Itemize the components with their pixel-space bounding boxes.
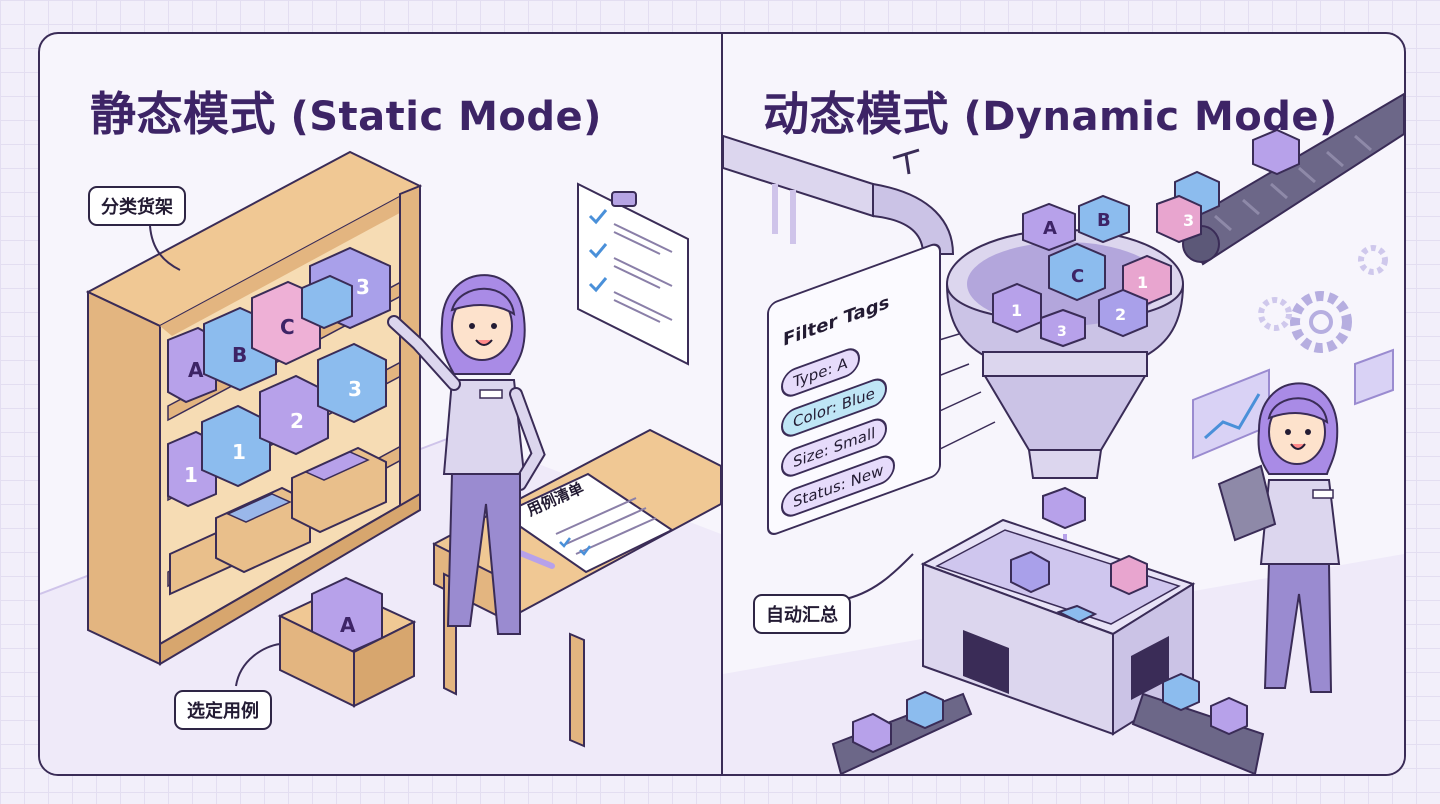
funnel-box-letter: B (1097, 210, 1111, 231)
static-title-cn: 静态模式 (90, 87, 276, 141)
shelf-box-letter: 2 (290, 409, 304, 433)
funnel-box-letter: 3 (1183, 211, 1194, 230)
filter-title: Filter Tags (783, 291, 890, 352)
funnel-box-letter: 1 (1137, 273, 1148, 292)
funnel-box-a: A (1022, 202, 1076, 252)
dynamic-title-cn: 动态模式 (763, 87, 949, 141)
shelf-callout: 分类货架 (88, 186, 186, 226)
shelf-crates (169, 446, 387, 596)
panel-divider (721, 34, 723, 774)
checklist-paper: 用例清单 (499, 472, 675, 574)
output-conveyors (831, 672, 1265, 774)
funnel-box-3-low: 3 (1040, 308, 1086, 348)
shelf-box-3-top: 3 (301, 246, 391, 330)
falling-box (1042, 486, 1086, 530)
auto-summary-callout: 自动汇总 (753, 594, 851, 634)
funnel-box-letter: A (1043, 218, 1057, 239)
dynamic-title-en: (Dynamic Mode) (963, 94, 1338, 140)
shelf-box-2: 2 (259, 374, 329, 456)
static-title-en: (Static Mode) (290, 94, 602, 140)
funnel-box-letter: C (1071, 266, 1084, 287)
funnel-box-letter: 1 (1011, 301, 1022, 320)
selected-crate: A (277, 576, 417, 708)
dynamic-mode-title: 动态模式 (Dynamic Mode) (763, 78, 1338, 144)
shelf-box-letter: 1 (184, 463, 198, 487)
shelf-box-3-mid: 3 (317, 342, 387, 424)
shelf-box-letter: 3 (356, 275, 370, 299)
shelf-box-letter: 1 (232, 440, 246, 464)
comparison-frame: A B C 3 1 1 (38, 32, 1406, 776)
select-callout: 选定用例 (174, 690, 272, 730)
static-mode-scene: A B C 3 1 1 (40, 150, 721, 774)
funnel-box-b: B (1078, 194, 1130, 244)
funnel-box-c: C (1048, 242, 1106, 302)
static-character (387, 274, 546, 635)
auto-callout-leader (840, 553, 914, 601)
shelf-box-1-blue: 1 (201, 404, 271, 488)
wall-clipboard (577, 182, 689, 366)
dynamic-character (1217, 382, 1341, 693)
shelf-box-letter: C (280, 315, 295, 339)
static-mode-title: 静态模式 (Static Mode) (90, 78, 602, 144)
dynamic-mode-scene: A B 3 C 1 1 2 (723, 92, 1404, 774)
static-mode-panel: A B C 3 1 1 (40, 34, 721, 774)
funnel-box-letter: 2 (1115, 305, 1126, 324)
input-pipe (723, 134, 955, 255)
shelf-box-letter: A (188, 358, 204, 382)
shelf-box-letter: 3 (348, 377, 362, 401)
funnel-box-2: 2 (1098, 288, 1148, 338)
gear-icons (1258, 245, 1388, 353)
funnel-box-1-purple: 1 (992, 282, 1042, 334)
funnel-box-3: 3 (1156, 194, 1202, 244)
dynamic-mode-panel: A B 3 C 1 1 2 (723, 34, 1404, 774)
funnel-box-letter: 3 (1057, 324, 1067, 340)
shelf-box-letter: B (232, 343, 247, 367)
selected-box-letter: A (340, 613, 356, 637)
